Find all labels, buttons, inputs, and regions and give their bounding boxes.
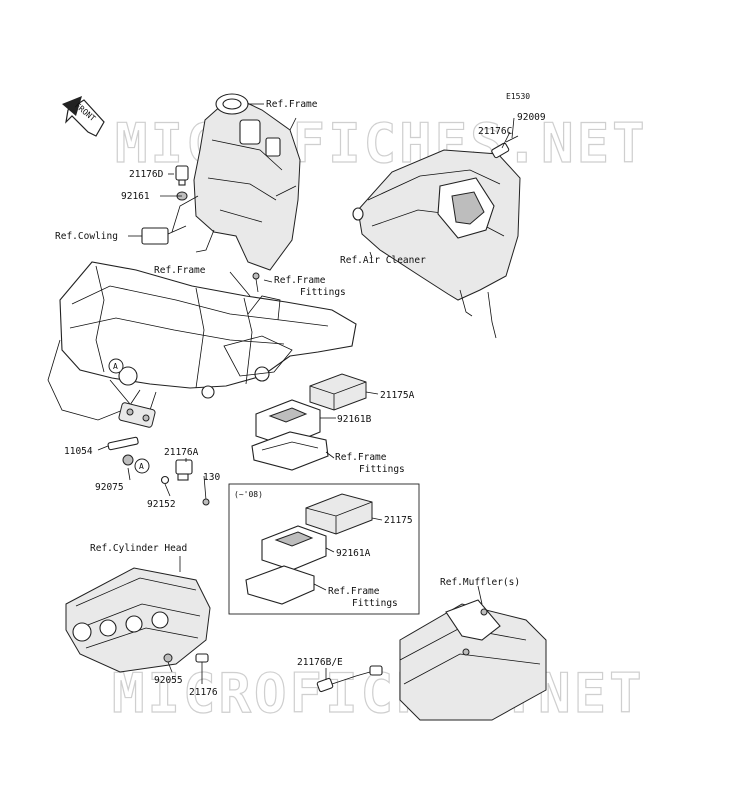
inset-caption: (~'08) [234,490,263,499]
marker-a-top-label: A [113,362,118,371]
label-ref-cowling: Ref.Cowling [55,231,118,242]
sensor-21176D [175,165,189,201]
cowling-bracket [141,225,187,245]
label-92055: 92055 [154,675,183,686]
rubber-case-92161B [255,399,321,447]
watermark-top: MICROFICHES.NET [115,112,648,175]
label-11054: 11054 [64,446,93,457]
label-ref-frame-fittings-3a: Ref.Frame [328,586,380,597]
label-ref-frame-fittings-1b: Fittings [300,287,346,298]
label-ref-frame-fittings-2b: Fittings [359,464,405,475]
ecu-bracket [251,431,329,471]
main-frame-assembly [47,261,357,421]
label-21176C: 21176C [478,126,512,137]
label-21176: 21176 [189,687,218,698]
label-ref-frame-fittings-3b: Fittings [352,598,398,609]
label-92075: 92075 [95,482,124,493]
diagram-code: E1530 [506,92,530,101]
cylinder-head-assembly [65,567,211,673]
label-ref-frame-top: Ref.Frame [266,99,318,110]
marker-a-bottom-label: A [139,462,144,471]
label-21176A: 21176A [164,447,199,458]
label-130: 130 [203,472,220,483]
label-ref-muffler: Ref.Muffler(s) [440,577,520,588]
label-ref-air-cleaner: Ref.Air Cleaner [340,255,426,266]
front-arrow-icon: FRONT [62,96,105,137]
label-21175: 21175 [384,515,413,526]
label-92161A: 92161A [336,548,371,559]
ecu-21175A [309,373,367,411]
label-ref-cylinder-head: Ref.Cylinder Head [90,543,187,554]
bracket-11054 [107,402,156,451]
muffler-assembly [316,599,547,721]
label-21176D: 21176D [129,169,164,180]
label-92161: 92161 [121,191,150,202]
label-92152: 92152 [147,499,176,510]
marker-a-bottom: A [134,458,150,474]
label-21175A: 21175A [380,390,415,401]
label-92009: 92009 [517,112,546,123]
label-ref-frame-fittings-2a: Ref.Frame [335,452,387,463]
label-21176BE: 21176B/E [297,657,343,668]
label-ref-frame-fittings-1a: Ref.Frame [274,275,326,286]
air-cleaner-assembly [352,135,521,339]
part-labels: Ref.Frame 21176D 92161 Ref.Cowling 92009… [55,99,546,698]
label-92161B: 92161B [337,414,372,425]
leader-lines [97,103,515,684]
marker-a-top: A [108,358,124,374]
inset-box: (~'08) [228,483,420,615]
sensor-21176A [122,454,210,506]
label-ref-frame-mid: Ref.Frame [154,265,206,276]
